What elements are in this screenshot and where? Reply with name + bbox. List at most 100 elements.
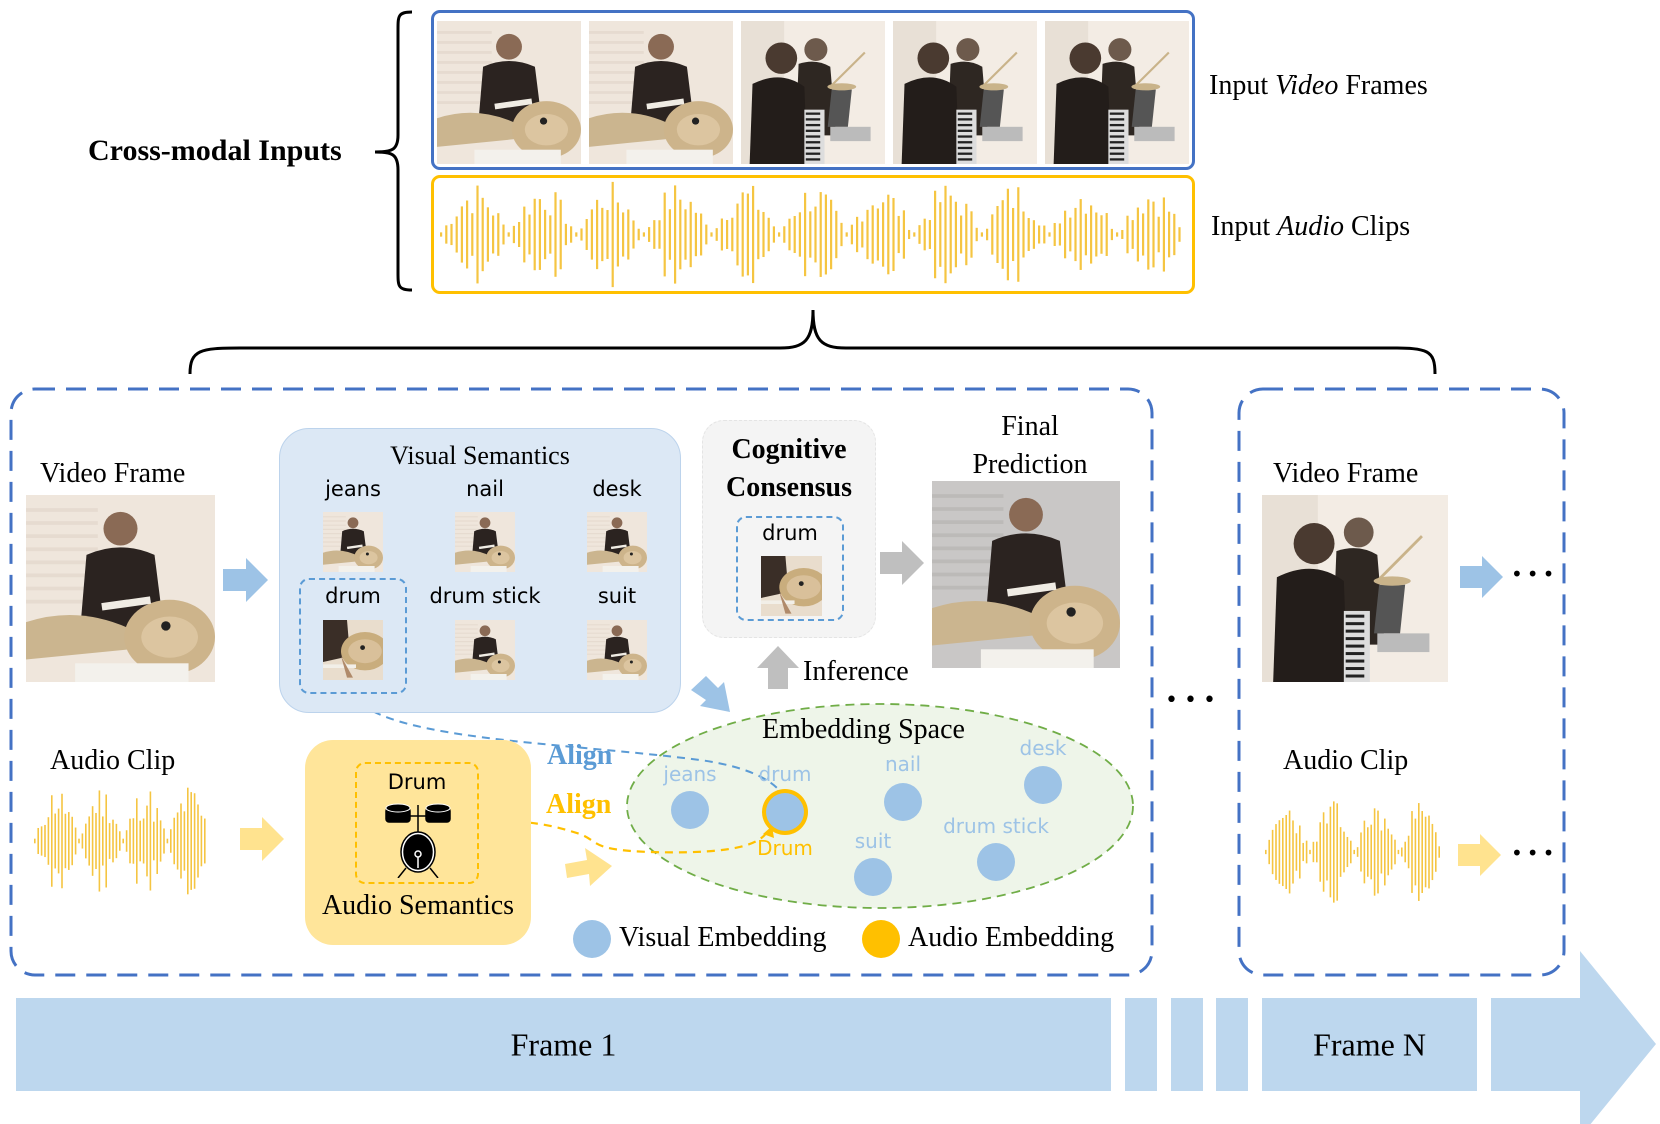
- waveform-bar: [1356, 847, 1359, 857]
- audio-semantics-box: Drum Audio Semantics: [305, 740, 531, 945]
- input-audio-label: Input Audio Clips: [1211, 211, 1410, 243]
- audio-waveform: [440, 181, 1181, 288]
- waveform-bar: [1282, 817, 1284, 887]
- waveform-bar: [1178, 227, 1181, 242]
- input-video-frames: [431, 10, 1195, 170]
- waveform-bar: [824, 194, 827, 275]
- frames-brace: [188, 309, 1437, 375]
- frameN-video-ellipsis: •••: [1511, 562, 1559, 586]
- waveform-bar: [1302, 842, 1304, 862]
- waveform-bar: [1404, 841, 1406, 863]
- waveform-bar: [1363, 820, 1366, 884]
- waveform-bar: [1288, 810, 1291, 894]
- timeline-seg-3: [1171, 998, 1203, 1091]
- waveform-bar: [814, 206, 817, 263]
- legend-visual-label: Visual Embedding: [619, 922, 827, 953]
- waveform-bar: [606, 210, 609, 259]
- waveform-bar: [700, 213, 703, 256]
- waveform-bar: [37, 827, 39, 855]
- frameN-audio-waveform: [1265, 801, 1440, 903]
- waveform-bar: [840, 222, 843, 247]
- waveform-bar: [601, 207, 604, 262]
- waveform-bar: [1048, 232, 1051, 237]
- waveform-bar: [1043, 225, 1046, 244]
- timeline-frame1-label: Frame 1: [510, 1026, 617, 1062]
- waveform-bar: [105, 794, 107, 888]
- waveform-bar: [949, 195, 952, 274]
- embedding-audio-point-label: Drum: [757, 836, 813, 860]
- waveform-bar: [778, 232, 781, 237]
- waveform-bar: [466, 200, 469, 269]
- waveform-bar: [757, 209, 760, 260]
- waveform-bar: [204, 818, 206, 864]
- frameN-video-frame-label: Video Frame: [1273, 458, 1419, 489]
- waveform-bar: [570, 226, 573, 243]
- waveform-bar: [200, 815, 203, 867]
- timeline-arrow: [16, 951, 1656, 1124]
- waveform-bar: [1333, 801, 1335, 903]
- waveform-bar: [1152, 201, 1155, 268]
- waveform-bar: [668, 209, 671, 260]
- waveform-bar: [197, 804, 199, 878]
- waveform-bar: [445, 225, 448, 244]
- timeline-seg-4: [1216, 998, 1248, 1091]
- waveform-bar: [856, 216, 859, 253]
- frameN-video-frame-image: [1262, 495, 1448, 682]
- waveform-bar: [112, 819, 114, 863]
- waveform-bar: [1027, 218, 1030, 251]
- frameN-panel-border: [1237, 387, 1566, 977]
- waveform-bar: [471, 213, 474, 256]
- waveform-bar: [752, 185, 755, 284]
- final-prediction-line2: Prediction: [972, 449, 1088, 480]
- waveform-bar: [871, 205, 874, 264]
- waveform-bar: [1367, 827, 1369, 877]
- waveform-bar: [122, 838, 124, 844]
- waveform-bar: [1022, 211, 1025, 258]
- waveform-bar: [1142, 213, 1145, 256]
- visual-semantic-label: suit: [597, 584, 637, 608]
- waveform-bar: [1407, 835, 1410, 869]
- waveform-bar: [944, 185, 947, 284]
- waveform-bar: [892, 197, 895, 272]
- final-prediction-title: Final Prediction: [930, 408, 1130, 484]
- visual-semantics-title: Visual Semantics: [390, 441, 570, 470]
- legend-visual-dot: [573, 920, 611, 958]
- waveform-bar: [95, 812, 97, 870]
- waveform-bar: [897, 215, 900, 254]
- waveform-bar: [798, 212, 801, 257]
- waveform-bar: [173, 817, 175, 865]
- visual-semantic-image: [587, 620, 647, 680]
- consensus-drum-image: [761, 556, 822, 616]
- waveform-bar: [1312, 841, 1315, 863]
- waveform-bar: [1265, 849, 1267, 855]
- arrow-frameN-audio: [1458, 834, 1501, 876]
- align-visual-curve: [351, 693, 784, 797]
- waveform-bar: [663, 192, 666, 277]
- timeline-frameN: Frame N: [1262, 998, 1477, 1091]
- waveform-bar: [580, 228, 583, 241]
- waveform-bar: [136, 798, 138, 884]
- waveform-bar: [108, 823, 111, 859]
- waveform-bar: [694, 212, 697, 257]
- waveform-bar: [1292, 820, 1294, 884]
- waveform-bar: [54, 813, 56, 869]
- waveform-bar: [689, 201, 692, 268]
- waveform-bar: [627, 209, 630, 260]
- waveform-bar: [544, 209, 547, 260]
- waveform-bar: [1032, 220, 1035, 249]
- waveform-bar: [928, 220, 931, 249]
- waveform-bar: [166, 838, 169, 844]
- waveform-bar: [1038, 225, 1041, 244]
- waveform-bar: [549, 215, 552, 254]
- waveform-bar: [684, 209, 687, 260]
- waveform-bar: [88, 816, 90, 866]
- waveform-bar: [1095, 212, 1098, 257]
- waveform-bar: [1339, 827, 1342, 877]
- cognitive-consensus-title-line2: Consensus: [725, 472, 853, 503]
- waveform-bar: [125, 830, 128, 852]
- input-video-label-post: Frames: [1338, 70, 1428, 101]
- waveform-bar: [102, 816, 104, 866]
- waveform-bar: [81, 833, 84, 849]
- waveform-bar: [861, 221, 864, 248]
- waveform-bar: [902, 210, 905, 259]
